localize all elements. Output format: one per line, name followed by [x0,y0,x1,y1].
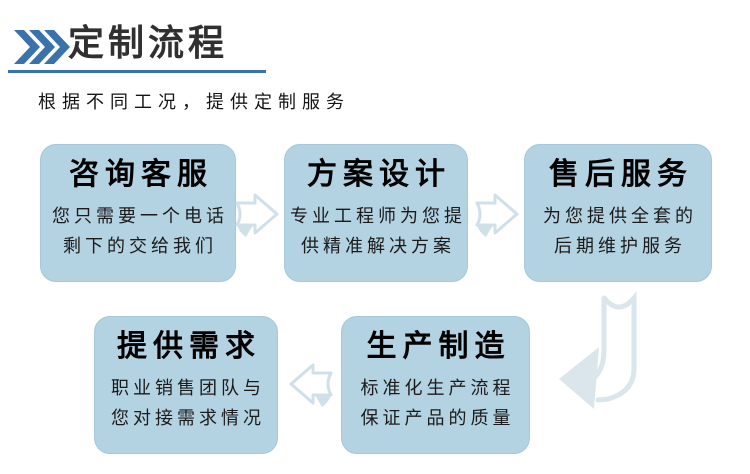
step-description: 专业工程师为您提 供精准解决方案 [285,202,467,262]
arrow-right-icon [475,193,519,237]
chevron-icon [14,30,40,64]
chevron-icon [44,30,70,64]
arrow-left-icon [289,363,333,407]
step-title: 方案设计 [307,158,451,191]
step-description: 您只需要一个电话 剩下的交给我们 [41,202,235,262]
step-description: 职业销售团队与 您对接需求情况 [95,374,277,434]
step-description: 为您提供全套的 后期维护服务 [525,202,711,262]
arrow-right-icon [235,193,279,237]
desc-line: 剩下的交给我们 [63,236,217,257]
flow-step-production: 生产制造 标准化生产流程 保证产品的质量 [341,316,530,454]
step-title: 生产制造 [366,330,511,363]
desc-line: 后期维护服务 [554,236,686,257]
step-description: 标准化生产流程 保证产品的质量 [342,374,529,434]
flow-step-provide-requirements: 提供需求 职业销售团队与 您对接需求情况 [94,316,278,454]
desc-line: 职业销售团队与 [111,378,265,399]
desc-line: 标准化生产流程 [360,378,515,399]
desc-line: 为您提供全套的 [543,206,697,227]
flow-step-solution-design: 方案设计 专业工程师为您提 供精准解决方案 [284,144,468,282]
step-title: 售后服务 [549,158,693,191]
step-title: 咨询客服 [69,158,213,191]
desc-line: 您对接需求情况 [111,408,265,429]
section-title: 定制流程 [68,22,229,63]
desc-line: 专业工程师为您提 [290,206,466,227]
chevron-icon [29,30,55,64]
step-title: 提供需求 [117,330,261,363]
section-subtitle: 根据不同工况，提供定制服务 [38,92,350,112]
flow-step-consult-service: 咨询客服 您只需要一个电话 剩下的交给我们 [40,144,236,282]
desc-line: 保证产品的质量 [360,408,515,429]
title-underline [8,70,266,73]
desc-line: 您只需要一个电话 [52,206,228,227]
flow-step-after-sales: 售后服务 为您提供全套的 后期维护服务 [524,144,712,282]
triple-chevron-icon [14,30,70,64]
desc-line: 供精准解决方案 [301,236,455,257]
arrow-down-left-icon [559,292,637,409]
